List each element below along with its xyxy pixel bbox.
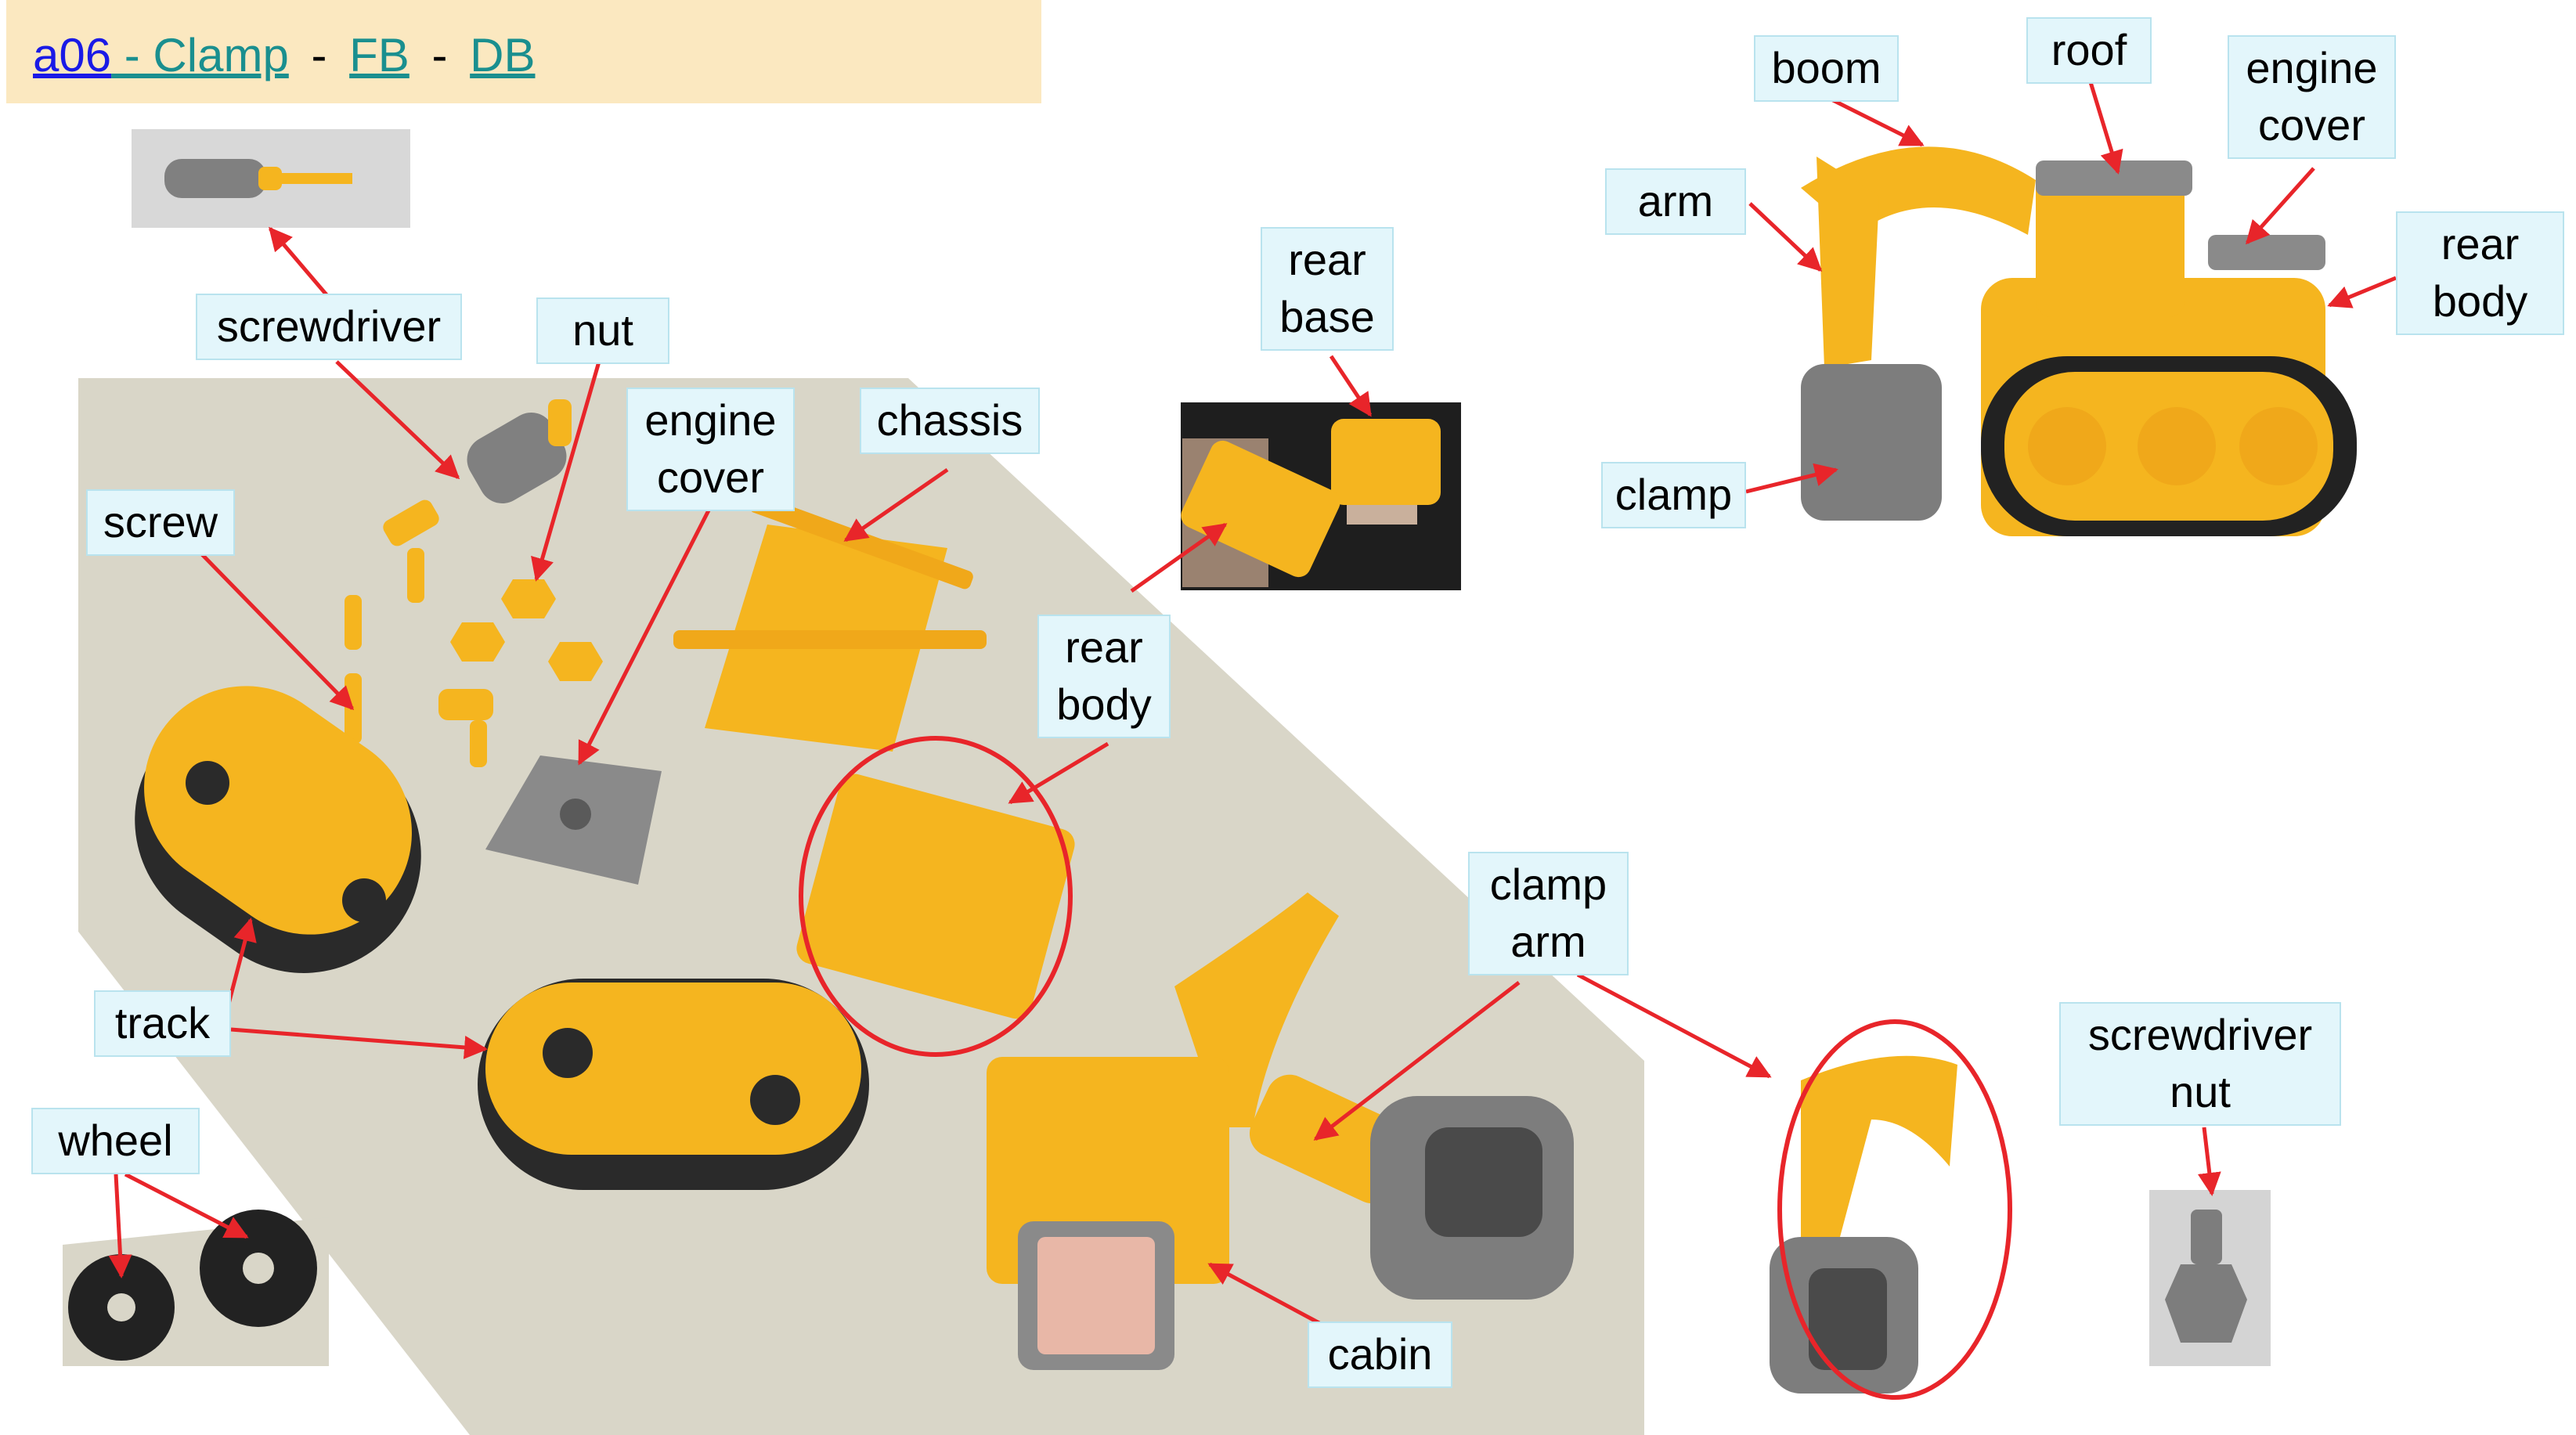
title-bar: a06 - Clamp - FB - DB <box>6 0 1041 103</box>
label-excavator-engine-cover-line2: cover <box>2258 99 2365 150</box>
arrow-screwdriver-nut <box>2197 1127 2221 1196</box>
label-nut: nut <box>536 297 669 364</box>
arrow-clamp-arm-2 <box>1576 972 1772 1079</box>
rear-body-part <box>796 773 1075 1019</box>
screwdriver-nut-photo <box>2149 1190 2271 1366</box>
arrow-clamp-arm-1 <box>1313 981 1521 1141</box>
label-clamp: clamp <box>1601 462 1746 528</box>
label-rear-base-line2: base <box>1279 291 1375 341</box>
arrow-screwdriver-1 <box>269 226 330 299</box>
label-excavator-rear-body-line2: body <box>2432 276 2528 326</box>
label-boom: boom <box>1754 35 1899 102</box>
clamp-part <box>1370 1096 1574 1300</box>
chassis-part <box>673 494 987 752</box>
link-db[interactable]: DB <box>470 29 536 81</box>
screwdriver-part <box>467 399 572 503</box>
label-excavator-rear-body-line1: rear <box>2441 219 2520 269</box>
label-clamp-arm-line1: clamp <box>1489 860 1607 909</box>
arrow-wheel-2 <box>124 1172 249 1239</box>
track-part-1 <box>135 686 421 973</box>
label-screw: screw <box>86 489 235 556</box>
arrow-cabin <box>1207 1262 1321 1325</box>
label-clamp-arm: clamp arm <box>1468 852 1629 975</box>
arrow-screw <box>194 546 355 711</box>
arrow-chassis <box>843 467 949 543</box>
link-clamp[interactable]: - Clamp <box>111 29 289 81</box>
label-screwdriver-nut-line2: nut <box>2170 1066 2231 1116</box>
label-engine-cover: engine cover <box>626 388 795 511</box>
arrow-engine-cover <box>577 509 711 766</box>
arrow-nut <box>531 361 601 582</box>
arrow-roof <box>2088 81 2123 175</box>
excavator-photo <box>1801 146 2357 536</box>
separator: - <box>431 29 448 81</box>
link-fb[interactable]: FB <box>349 29 409 81</box>
label-clamp-arm-line2: arm <box>1510 916 1586 966</box>
label-rear-body-line2: body <box>1056 679 1152 729</box>
arrow-rear-body <box>1008 741 1109 805</box>
label-excavator-engine-cover-line1: engine <box>2246 43 2378 92</box>
track-part-2 <box>478 979 869 1190</box>
label-wheel: wheel <box>31 1108 200 1174</box>
label-rear-base: rear base <box>1261 227 1394 351</box>
arrow-wheel-1 <box>108 1174 132 1278</box>
label-cabin: cabin <box>1308 1321 1452 1388</box>
label-engine-cover-line2: cover <box>657 452 764 502</box>
label-screwdriver: screwdriver <box>196 294 462 360</box>
arrow-excavator-rear-body <box>2327 276 2397 308</box>
cabin-part <box>987 1057 1229 1370</box>
label-chassis: chassis <box>860 388 1040 454</box>
arrow-boom <box>1827 96 1925 147</box>
arrow-screwdriver-2 <box>335 360 460 480</box>
arrow-track-1 <box>225 918 257 1011</box>
label-track: track <box>94 990 231 1057</box>
arrow-clamp <box>1745 463 1838 494</box>
arrow-rear-base-2 <box>1130 522 1228 593</box>
separator: - <box>311 29 327 81</box>
label-arm: arm <box>1605 168 1746 235</box>
label-screwdriver-nut-line1: screwdriver <box>2087 1010 2313 1059</box>
label-engine-cover-line1: engine <box>644 395 777 445</box>
arrow-excavator-engine-cover <box>2245 167 2315 245</box>
label-rear-body-line1: rear <box>1065 622 1143 672</box>
label-roof: roof <box>2026 17 2152 84</box>
arrow-rear-base-1 <box>1329 355 1373 417</box>
arrow-track-2 <box>230 1027 488 1059</box>
clamp-arm-highlight-circle <box>1777 1019 2012 1400</box>
label-rear-body: rear body <box>1037 615 1171 738</box>
arrow-arm <box>1748 202 1823 272</box>
label-rear-base-line1: rear <box>1288 235 1366 284</box>
clamp-arm-photo <box>1770 1055 1957 1394</box>
label-screwdriver-nut: screwdriver nut <box>2059 1002 2341 1126</box>
label-excavator-rear-body: rear body <box>2396 211 2564 335</box>
link-a06[interactable]: a06 <box>33 29 112 81</box>
rear-body-highlight-circle <box>799 736 1073 1057</box>
label-excavator-engine-cover: engine cover <box>2228 35 2396 159</box>
